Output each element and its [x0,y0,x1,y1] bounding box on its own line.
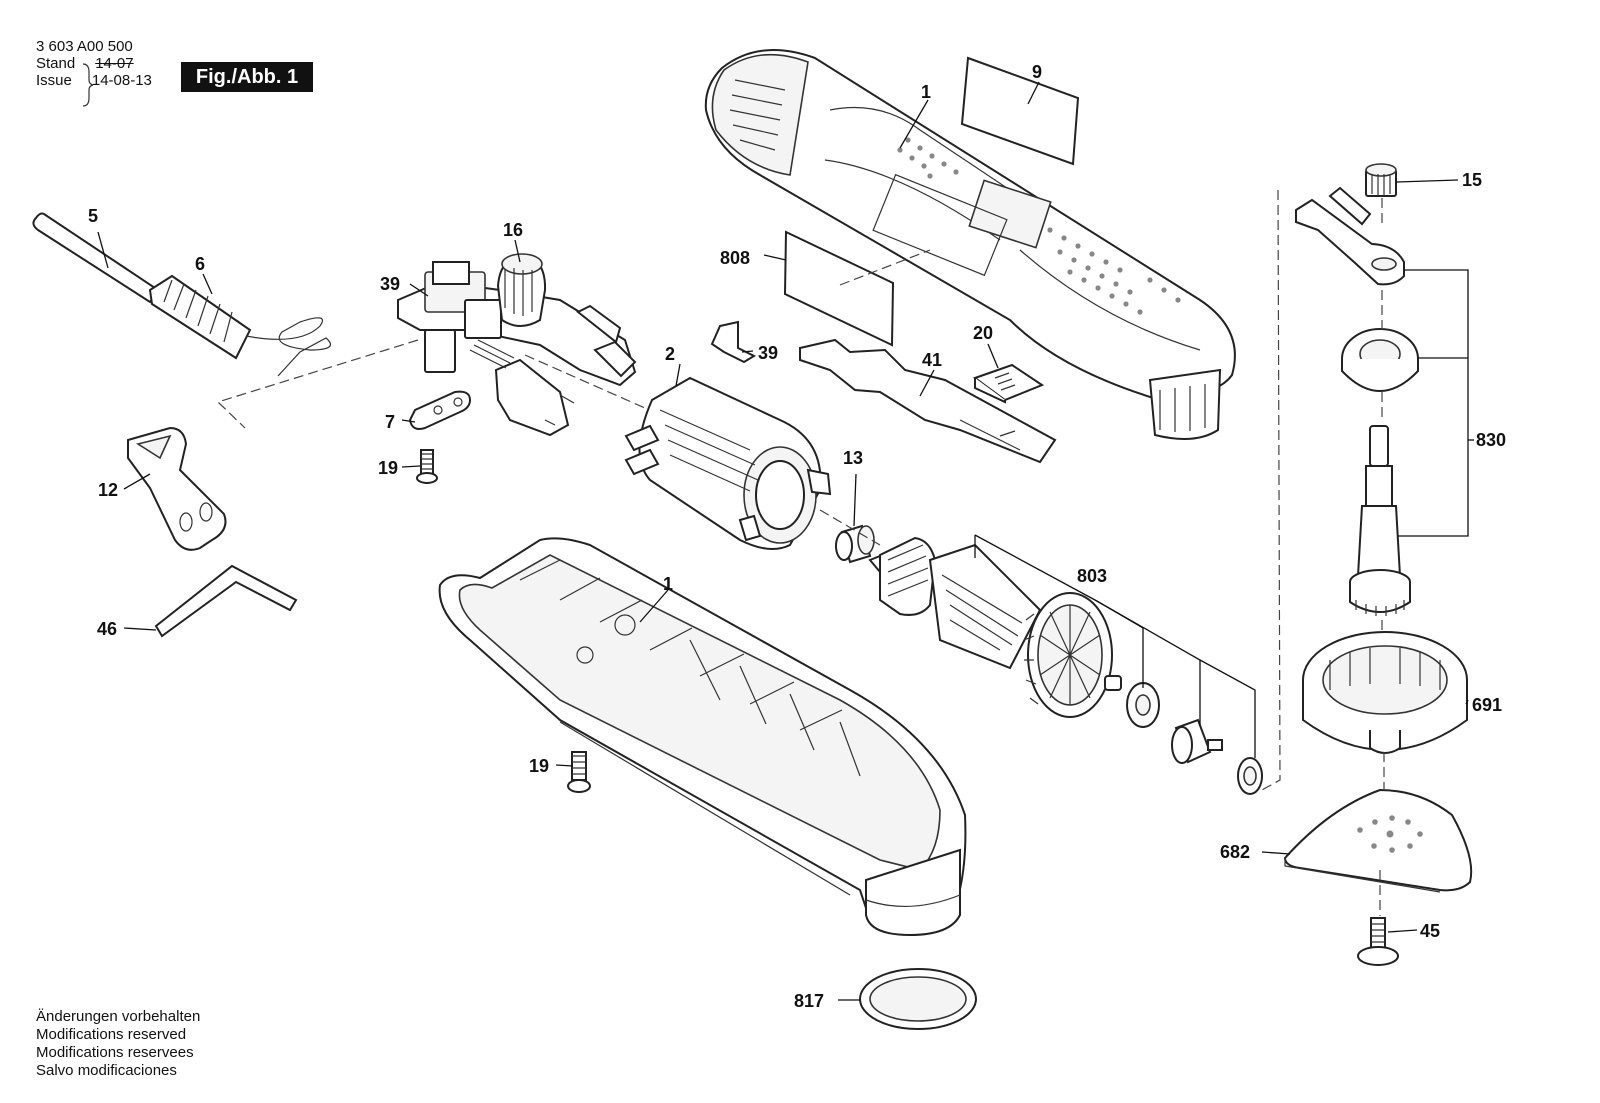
label-sticker-9 [960,56,1080,166]
field-stator-2 [624,376,832,550]
sealing-ring-817 [859,968,977,1030]
header-brace [82,63,94,107]
label-sticker-808 [783,230,895,347]
screw-45 [1357,917,1399,966]
notice-line-de: Änderungen vorbehalten [36,1008,201,1025]
power-cable-5 [32,212,160,304]
callout-12: 12 [98,480,118,500]
housing-shell-bottom [438,537,967,937]
stator-armature-guide [819,509,881,546]
screw-19-lower [567,751,591,793]
notice-line-en: Modifications reserved [36,1026,187,1043]
notice-line-fr: Modifications reservees [36,1044,194,1061]
bearing-13 [835,524,875,564]
callout-691: 691 [1472,695,1502,715]
callout-682: 682 [1220,842,1250,862]
sanding-pad-682 [1283,788,1473,893]
callout-5: 5 [88,206,98,226]
hex-key-46 [154,564,298,638]
cable-clamp-7 [408,390,472,430]
callout-19-upper: 19 [378,458,398,478]
callout-6: 6 [195,254,205,274]
callout-labels: 1 9 808 5 6 16 39 39 20 41 2 7 19 13 12 … [88,62,1506,1011]
armature-bearing [1126,682,1160,728]
stand-label: Stand [36,55,76,72]
issue-label: Issue [36,72,72,89]
clamping-ring-691 [1302,631,1468,754]
ball-bearing [1341,328,1419,392]
grip-dots-top [897,137,1181,315]
switch-stator-guide [524,354,673,421]
doc-number: 3 603 A00 500 [36,38,133,55]
armature-end-ring [1237,757,1263,795]
leader-lines [97,81,1474,1001]
callout-20: 20 [973,323,993,343]
callout-817: 817 [794,991,824,1011]
callout-808: 808 [720,248,750,268]
cable-sleeve-6 [148,274,331,377]
screw-19-upper [416,449,438,484]
switch-slide-bar-41 [799,338,1057,464]
assembly-guide-808 [839,249,931,286]
drive-spindle [1349,425,1411,616]
callout-7: 7 [385,412,395,432]
figure-badge: Fig./Abb. 1 [181,62,313,92]
modifications-notice: Änderungen vorbehalten Modifications res… [36,1008,200,1080]
callout-39-clip: 39 [758,343,778,363]
issue-row: Issue 14-08-13 [36,72,152,89]
oscillation-fork [1295,186,1405,286]
callout-15: 15 [1462,170,1482,190]
callout-16: 16 [503,220,523,240]
callout-2: 2 [665,344,675,364]
vertical-assembly-guide [1261,189,1281,791]
spindle-axis-guide [1379,198,1385,916]
callout-45: 45 [1420,921,1440,941]
callout-41: 41 [922,350,942,370]
callout-1-top: 1 [921,82,931,102]
callout-19-lower: 19 [529,756,549,776]
stand-old-value: 14-07 [95,55,134,72]
stand-row: Stand 14-07 [36,55,152,72]
callout-1-bottom: 1 [663,574,673,594]
callout-39-switch: 39 [380,274,400,294]
armature-803 [868,536,1122,718]
issue-value: 14-08-13 [91,72,152,89]
callout-830: 830 [1476,430,1506,450]
clip-39 [710,320,757,364]
pad-holes [1357,815,1423,853]
callout-13: 13 [843,448,863,468]
switch-slider-20 [972,363,1045,404]
cable-guide-line [216,339,419,429]
switch-assembly-16 [397,253,637,437]
callout-46: 46 [97,619,117,639]
needle-bearing-15 [1365,163,1397,197]
notice-line-es: Salvo modificaciones [36,1062,177,1079]
document-header: 3 603 A00 500 Stand 14-07 Issue 14-08-13 [36,38,152,89]
clamp-bracket-12 [127,426,227,551]
callout-9: 9 [1032,62,1042,82]
callout-803: 803 [1077,566,1107,586]
housing-shell-top [704,49,1236,440]
armature-sleeve [1171,718,1223,764]
